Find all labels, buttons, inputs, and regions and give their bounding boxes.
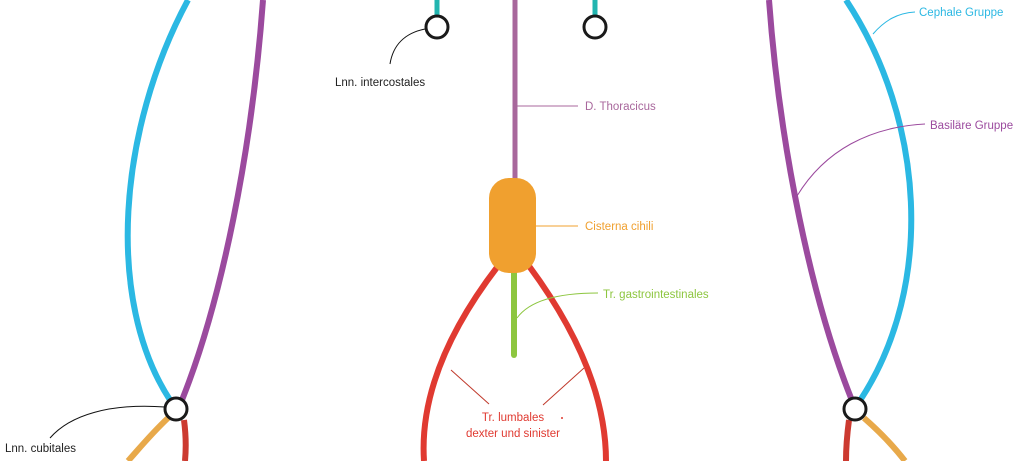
label-intercostales: Lnn. intercostales [335,77,425,89]
label-thoracicus: D. Thoracicus [585,101,656,113]
label-lumbales-line2: dexter und sinister [466,428,560,440]
label-cisterna: Cisterna cihili [585,221,653,233]
label-basilaere: Basiläre Gruppe [930,120,1013,132]
right-cephalic-vessel [843,0,915,401]
left-lower-red-vessel [181,419,189,461]
left-basilic-vessel [179,0,266,402]
intercostales-leader [389,28,426,65]
lumbales-leader-right [542,367,585,406]
cephale-leader [872,11,916,35]
intercostal-node-left [424,14,450,40]
label-cephale: Cephale Gruppe [919,7,1003,19]
right-lower-red-vessel [843,419,852,461]
lumbar-trunk-right [420,264,501,461]
left-lower-orange-vessel [125,415,171,461]
left-cubital-node [163,396,189,422]
label-gastro: Tr. gastrointestinales [603,289,709,301]
right-lower-orange-vessel [862,415,908,461]
lumbar-trunk-left [526,264,609,461]
basilaere-leader [796,123,926,197]
label-cubitales: Lnn. cubitales [5,443,76,455]
cubitales-leader [49,405,166,439]
right-cubital-node [842,396,868,422]
left-cephalic-vessel [124,0,191,402]
label-lumbales-line1: Tr. lumbales [482,412,544,424]
lumbales-leader-left [450,369,490,405]
right-basilic-vessel [766,0,854,400]
intercostal-node-right [582,14,608,40]
cisterna-chyli [489,178,536,273]
stray-dot [561,417,563,419]
gastro-leader [516,292,599,319]
